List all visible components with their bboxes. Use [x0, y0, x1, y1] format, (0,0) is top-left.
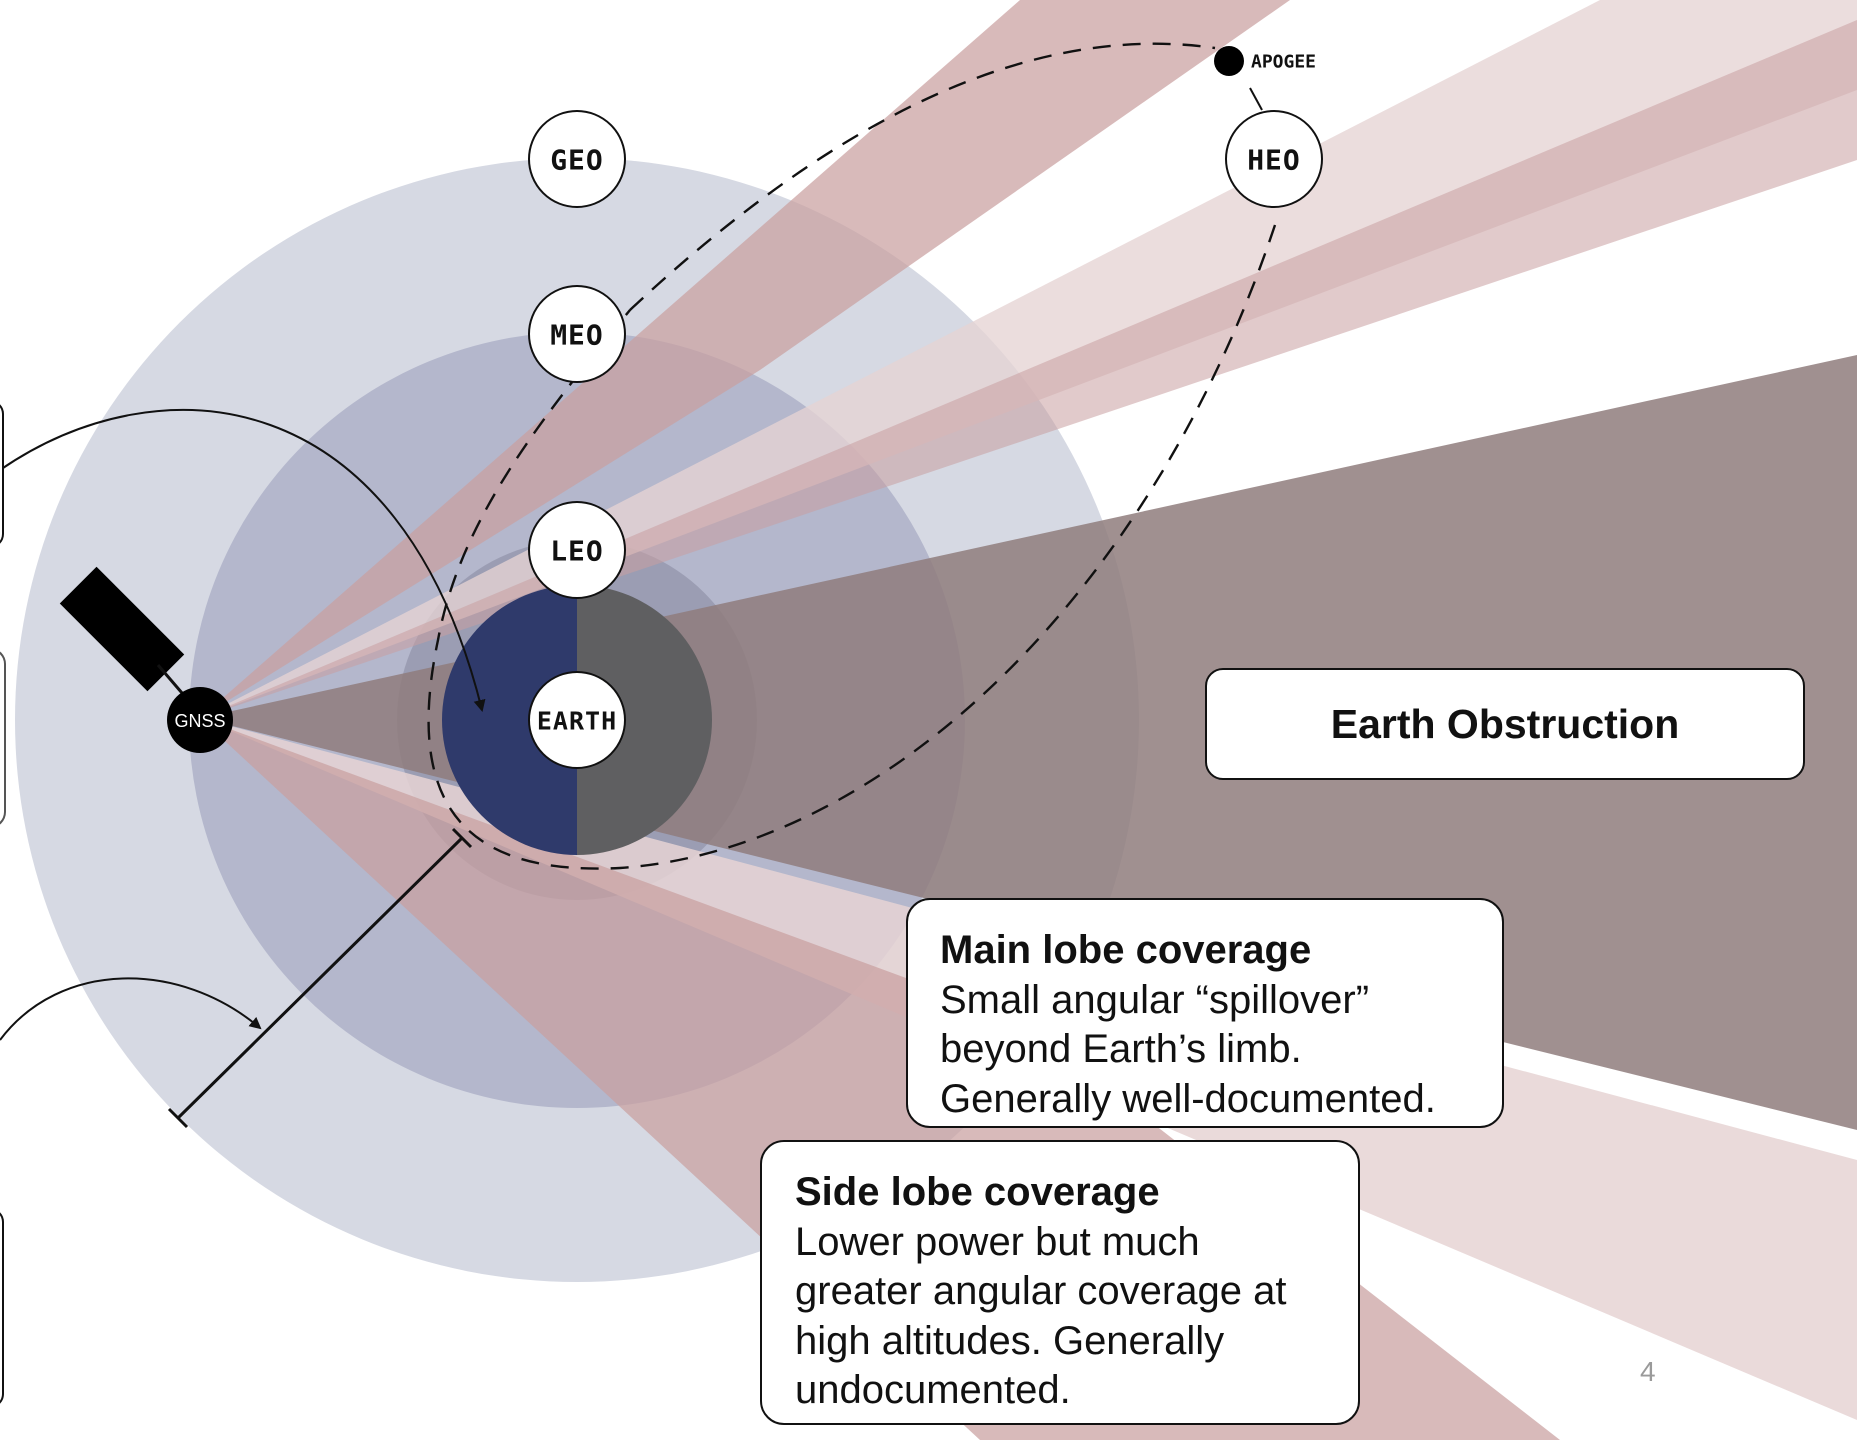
- meo-label: MEO: [550, 319, 604, 352]
- main-lobe-heading: Main lobe coverage: [940, 928, 1312, 972]
- side-lobe-measure-line: [176, 836, 464, 1120]
- gnss-label: GNSS: [174, 711, 225, 731]
- arrow-to-side-lobe-measure: [0, 977, 262, 1041]
- earth-marker: EARTH: [528, 671, 626, 769]
- leo-marker: LEO: [528, 501, 626, 599]
- side-lobe-callout: Side lobe coverage Lower power but much …: [760, 1140, 1360, 1425]
- main-lobe-body: Small angular “spillover” beyond Earth’s…: [940, 977, 1436, 1121]
- gnss-marker: [167, 687, 233, 753]
- arrow-to-earth: [0, 409, 486, 712]
- earth-label: EARTH: [537, 707, 617, 736]
- leo-label: LEO: [550, 535, 604, 568]
- measure-endcap-top: [451, 827, 473, 849]
- gnss-satellite-panel: [59, 566, 185, 692]
- side-lobe-heading: Side lobe coverage: [795, 1170, 1160, 1214]
- meo-marker: MEO: [528, 285, 626, 383]
- left-edge-box-bottom: [0, 1208, 4, 1408]
- apogee-dot: [1214, 46, 1244, 76]
- heo-marker: HEO: [1225, 110, 1323, 208]
- main-lobe-callout: Main lobe coverage Small angular “spillo…: [906, 898, 1504, 1128]
- earth-obstruction-callout: Earth Obstruction: [1205, 668, 1805, 780]
- heo-label: HEO: [1247, 144, 1301, 177]
- page-number: 4: [1640, 1356, 1656, 1387]
- apogee-connector: [1249, 87, 1263, 111]
- geo-label: GEO: [550, 144, 604, 177]
- side-lobe-body: Lower power but much greater angular cov…: [795, 1219, 1287, 1413]
- earth-obstruction-text: Earth Obstruction: [1330, 700, 1680, 747]
- side-lobe-beam-upper-outer: [200, 0, 1290, 718]
- apogee-label: APOGEE: [1251, 52, 1316, 73]
- left-edge-box-top: [0, 400, 4, 548]
- left-edge-box-middle: [0, 648, 6, 828]
- heo-orbit-path: [427, 42, 1277, 870]
- measure-endcap-bottom: [167, 1107, 189, 1129]
- geo-marker: GEO: [528, 110, 626, 208]
